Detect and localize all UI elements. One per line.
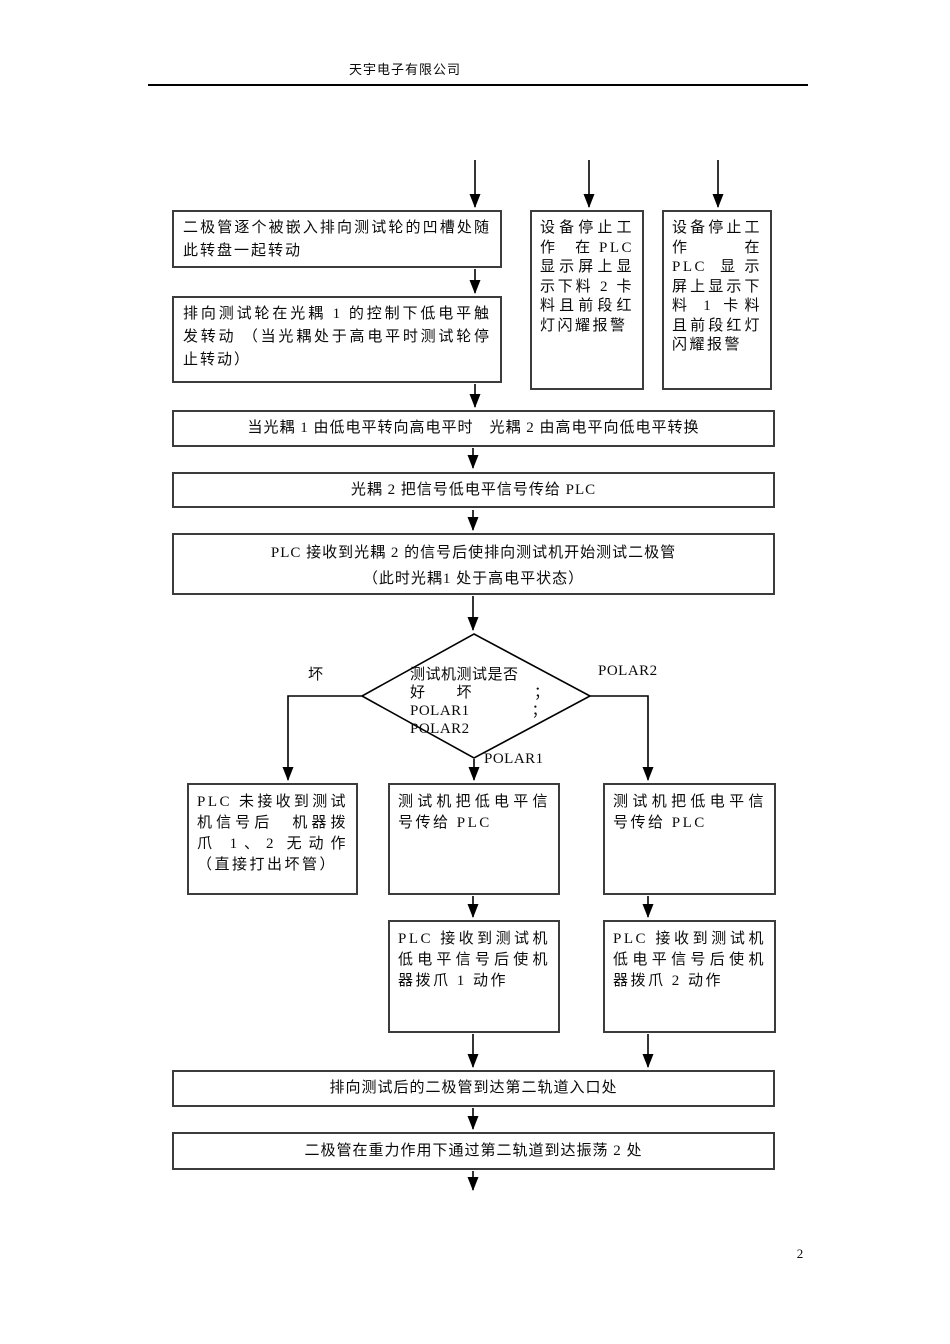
flow-box-claw2-action: PLC 接收到测试机低电平信号后使机器拨爪 2 动作	[603, 920, 776, 1033]
flow-box-arrive-track2: 排向测试后的二极管到达第二轨道入口处	[172, 1070, 775, 1107]
flow-box-low-signal-polar2: 测试机把低电平信号传给 PLC	[603, 783, 776, 895]
flow-box-stop-feed1-alarm: 设备停止工作 在 PLC 显示屏上显示下料 1 卡料且前段红灯闪耀报警	[662, 210, 772, 390]
flow-box-claw1-action: PLC 接收到测试机低电平信号后使机器拨爪 1 动作	[388, 920, 560, 1033]
decision-text: 测试机测试是否 好 坏 ； POLAR1 ； POLAR2	[410, 666, 580, 738]
decision-diamond	[360, 633, 592, 759]
flow-box-coupler-level-transition: 当光耦 1 由低电平转向高电平时 光耦 2 由高电平向低电平转换	[172, 410, 775, 447]
branch-label-polar2: POLAR2	[598, 663, 658, 679]
branch-bad	[282, 695, 362, 781]
header-title: 天宇电子有限公司	[348, 62, 461, 77]
plc-start-test-line2: （此时光耦1 处于高电平状态）	[362, 571, 585, 587]
flow-box-diode-embed: 二极管逐个被嵌入排向测试轮的凹槽处随此转盘一起转动	[172, 210, 502, 268]
flow-box-gravity-track2: 二极管在重力作用下通过第二轨道到达振荡 2 处	[172, 1132, 775, 1170]
branch-label-polar1: POLAR1	[484, 751, 544, 767]
decision-line1: 测试机测试是否	[410, 667, 519, 683]
plc-start-test-line1: PLC 接收到光耦 2 的信号后使排向测试机开始测试二极管	[270, 545, 677, 561]
branch-polar2	[590, 695, 654, 781]
flow-box-coupler2-signal: 光耦 2 把信号低电平信号传给 PLC	[172, 472, 775, 508]
decision-line4: POLAR2	[410, 721, 470, 737]
decision-line2: 好 坏 ；	[410, 685, 550, 701]
flow-box-plc-start-test: PLC 接收到光耦 2 的信号后使排向测试机开始测试二极管 （此时光耦1 处于高…	[172, 533, 775, 595]
decision-line3: POLAR1 ；	[410, 703, 548, 719]
flow-box-plc-no-signal: PLC 未接收到测试机信号后 机器拨爪 1、2 无动作（直接打出坏管）	[187, 783, 358, 895]
header-rule	[148, 84, 808, 86]
flow-box-low-signal-polar1: 测试机把低电平信号传给 PLC	[388, 783, 560, 895]
flow-box-stop-feed2-alarm: 设备停止工作 在 PLC 显示屏上显示下料 2 卡料且前段红灯闪耀报警	[530, 210, 644, 390]
branch-label-bad: 坏	[308, 667, 324, 683]
page-number: 2	[796, 1246, 804, 1261]
flow-box-wheel-rotation: 排向测试轮在光耦 1 的控制下低电平触发转动 （当光耦处于高电平时测试轮停止转动…	[172, 296, 502, 383]
